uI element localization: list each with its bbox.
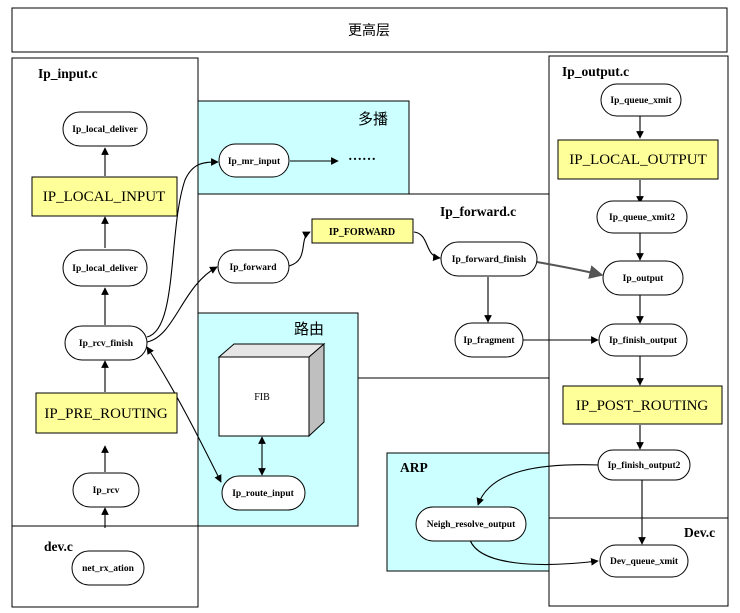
node-net-rx-action-label: net_rx_ation xyxy=(82,564,134,574)
ip-input-title: Ip_input.c xyxy=(38,66,98,81)
node-ip-queue-xmit: Ip_queue_xmit xyxy=(600,83,682,117)
node-ip-route-input: Ip_route_input xyxy=(221,475,306,511)
arrow-forward-to-hook xyxy=(288,231,311,267)
node-ip-fragment: Ip_fragment xyxy=(454,322,524,358)
top-layer-label: 更高层 xyxy=(348,22,390,39)
node-neigh-resolve-output: Neigh_resolve_output xyxy=(415,506,527,542)
arrow-neigh-resolve-to-dev-queue-xmit xyxy=(469,539,599,566)
node-ip-finish-output2-label: Ip_finish_output2 xyxy=(608,461,681,471)
hook-ip-post-routing-label: IP_POST_ROUTING xyxy=(576,398,709,414)
ip-output-title: Ip_output.c xyxy=(562,64,629,79)
ellipsis-text: …… xyxy=(348,149,376,164)
dev-left-title: dev.c xyxy=(44,539,73,554)
hook-ip-local-input: IP_LOCAL_INPUT xyxy=(31,176,178,217)
node-ip-route-input-label: Ip_route_input xyxy=(232,489,294,499)
node-dev-queue-xmit: Dev_queue_xmit xyxy=(599,544,689,578)
hook-ip-pre-routing-label: IP_PRE_ROUTING xyxy=(44,406,168,422)
hook-ip-pre-routing: IP_PRE_ROUTING xyxy=(35,392,178,434)
arrow-finish-output2-to-neigh-resolve xyxy=(476,464,601,506)
multicast-title: 多播 xyxy=(358,110,388,128)
arp-title: ARP xyxy=(400,460,428,475)
hook-ip-local-input-label: IP_LOCAL_INPUT xyxy=(43,189,166,205)
node-ip-forward-label: Ip_forward xyxy=(230,263,278,273)
ip-forward-title: Ip_forward.c xyxy=(440,204,516,219)
node-ip-forward: Ip_forward xyxy=(217,249,290,284)
hook-ip-forward: IP_FORWARD xyxy=(311,218,414,244)
node-ip-forward-finish: Ip_forward_finish xyxy=(440,241,538,277)
node-ip-local-deliver-top: Ip_local_deliver xyxy=(62,111,148,147)
arrow-hook-to-forward-finish xyxy=(413,231,441,261)
node-dev-queue-xmit-label: Dev_queue_xmit xyxy=(610,557,679,567)
node-neigh-resolve-output-label: Neigh_resolve_output xyxy=(427,520,516,530)
node-ip-rcv-finish: Ip_rcv_finish xyxy=(64,325,148,361)
hook-ip-forward-label: IP_FORWARD xyxy=(329,227,395,238)
node-net-rx-action: net_rx_ation xyxy=(71,550,145,586)
hook-ip-post-routing: IP_POST_ROUTING xyxy=(562,385,723,425)
hook-ip-local-output: IP_LOCAL_OUTPUT xyxy=(557,139,719,180)
node-ip-mr-input: Ip_mr_input xyxy=(218,143,290,178)
dev-right-title: Dev.c xyxy=(684,525,715,540)
arrow-rcv-finish-to-mr-input xyxy=(146,158,219,338)
arrow-forward-finish-to-output xyxy=(536,261,604,279)
node-ip-local-deliver-top-label: Ip_local_deliver xyxy=(72,125,138,135)
node-ip-local-deliver: Ip_local_deliver xyxy=(62,249,148,287)
fib-label: FIB xyxy=(254,392,270,403)
routing-title: 路由 xyxy=(294,320,324,338)
node-ip-finish-output-label: Ip_finish_output xyxy=(609,336,678,346)
node-ip-mr-input-label: Ip_mr_input xyxy=(228,157,281,167)
node-ip-rcv-finish-label: Ip_rcv_finish xyxy=(79,339,134,349)
node-ip-output: Ip_output xyxy=(602,260,684,296)
hook-ip-local-output-label: IP_LOCAL_OUTPUT xyxy=(569,152,707,168)
node-ip-finish-output2: Ip_finish_output2 xyxy=(597,449,691,481)
arrow-rcv-finish-to-forward xyxy=(146,266,218,343)
node-ip-fragment-label: Ip_fragment xyxy=(463,336,515,346)
node-ip-queue-xmit2: Ip_queue_xmit2 xyxy=(596,200,688,234)
arrow-rcv-finish-route-input xyxy=(146,346,222,483)
node-ip-local-deliver-label: Ip_local_deliver xyxy=(72,264,138,274)
node-ip-output-label: Ip_output xyxy=(623,274,664,284)
node-ip-queue-xmit-label: Ip_queue_xmit xyxy=(610,96,672,106)
node-ip-finish-output: Ip_finish_output xyxy=(598,323,688,357)
node-ip-rcv-label: Ip_rcv xyxy=(93,486,120,496)
node-ip-forward-finish-label: Ip_forward_finish xyxy=(452,255,527,265)
connectors xyxy=(101,116,646,566)
top-layer-box: 更高层 xyxy=(11,7,728,53)
node-ip-queue-xmit2-label: Ip_queue_xmit2 xyxy=(609,213,675,223)
node-ip-rcv: Ip_rcv xyxy=(72,472,140,508)
fib-box: FIB xyxy=(217,342,326,438)
